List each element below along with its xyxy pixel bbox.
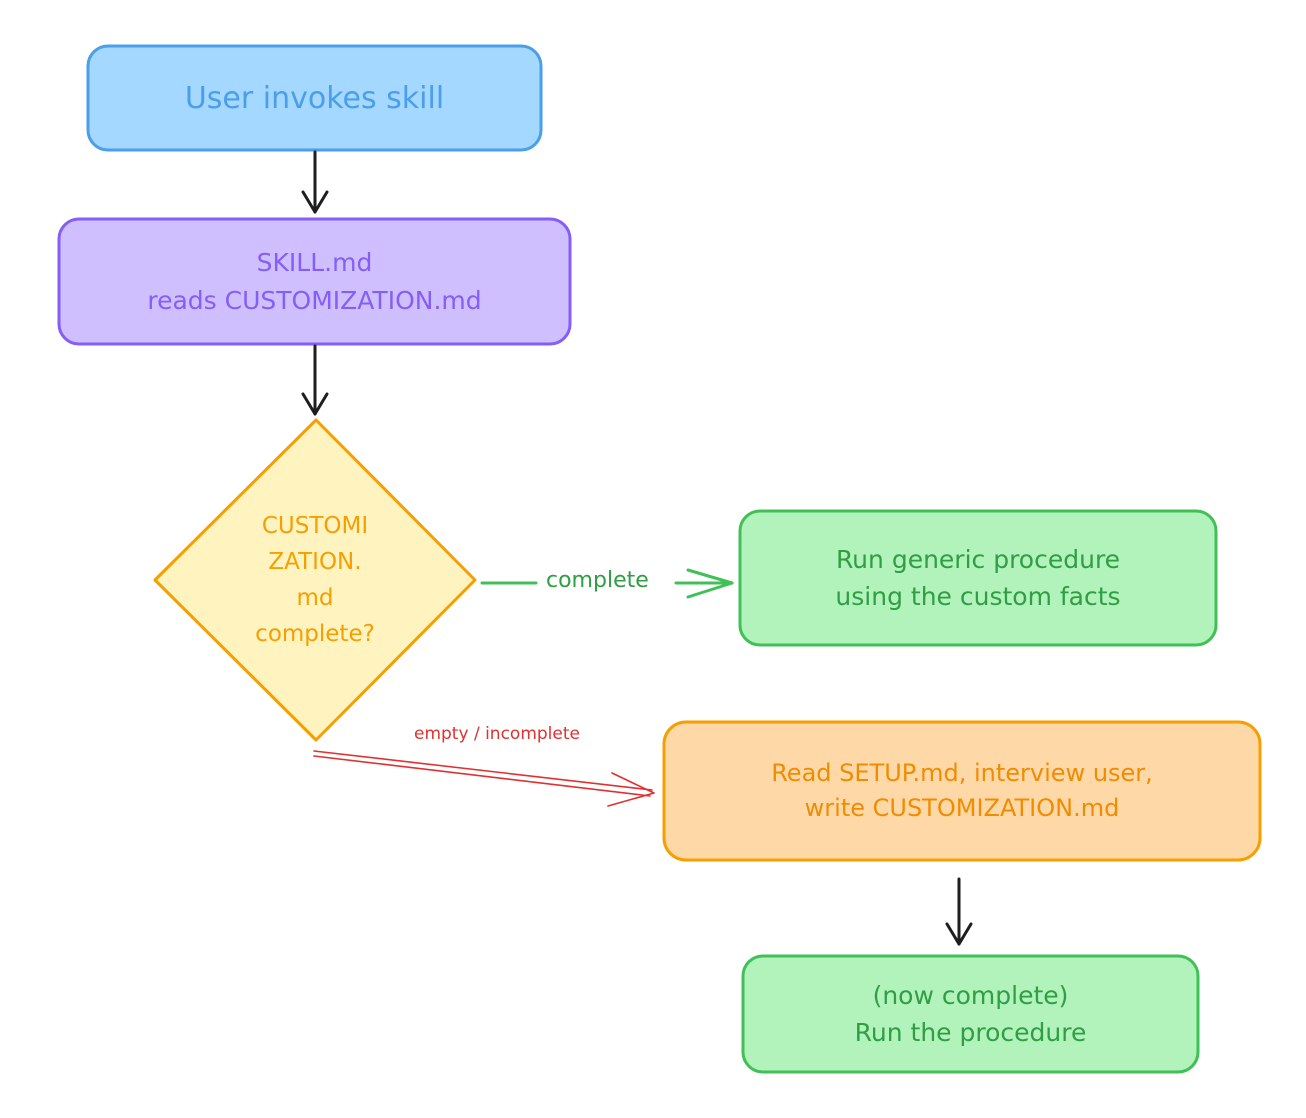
generic-node-line-2: using the custom facts	[835, 582, 1121, 611]
setup-node-line-2: write CUSTOMIZATION.md	[804, 794, 1120, 822]
setup-node[interactable]: Read SETUP.md, interview user, write CUS…	[664, 722, 1260, 860]
generic-node-line-1: Run generic procedure	[835, 545, 1121, 574]
decision-node[interactable]: CUSTOMI ZATION. md complete?	[215, 500, 415, 660]
incomplete-edge-label: empty / incomplete	[414, 724, 580, 744]
final-node-shape[interactable]	[741, 954, 1200, 1074]
skill-node[interactable]: SKILL.md reads CUSTOMIZATION.md	[59, 219, 570, 344]
final-node-line-2: Run the procedure	[854, 1018, 1087, 1047]
skill-node-shape[interactable]	[57, 217, 572, 346]
complete-edge-label: complete	[546, 568, 649, 593]
start-node-label: User invokes skill	[184, 80, 445, 116]
arrow-setup-to-final	[945, 877, 973, 946]
decision-node-line-1: CUSTOMI	[261, 513, 369, 539]
generic-node-shape[interactable]	[738, 509, 1218, 647]
arrow-decision-to-generic	[480, 568, 734, 599]
start-node-shape[interactable]	[86, 44, 543, 152]
skill-node-line-2: reads CUSTOMIZATION.md	[147, 285, 482, 315]
skill-node-line-1: SKILL.md	[256, 247, 373, 277]
decision-node-line-4: complete?	[255, 621, 375, 647]
arrow-skill-to-decision	[301, 344, 329, 416]
setup-node-line-1: Read SETUP.md, interview user,	[771, 759, 1153, 787]
arrow-decision-to-setup	[313, 750, 655, 807]
final-node-line-1: (now complete)	[872, 981, 1069, 1010]
setup-node-shape[interactable]	[662, 720, 1262, 862]
generic-node[interactable]: Run generic procedure using the custom f…	[740, 511, 1216, 645]
decision-node-shape[interactable]	[153, 418, 477, 742]
decision-node-line-3: md	[296, 585, 334, 611]
start-node[interactable]: User invokes skill	[88, 46, 541, 150]
final-node[interactable]: (now complete) Run the procedure	[743, 956, 1198, 1072]
decision-node-line-2: ZATION.	[268, 549, 362, 575]
arrow-start-to-skill	[301, 150, 329, 214]
